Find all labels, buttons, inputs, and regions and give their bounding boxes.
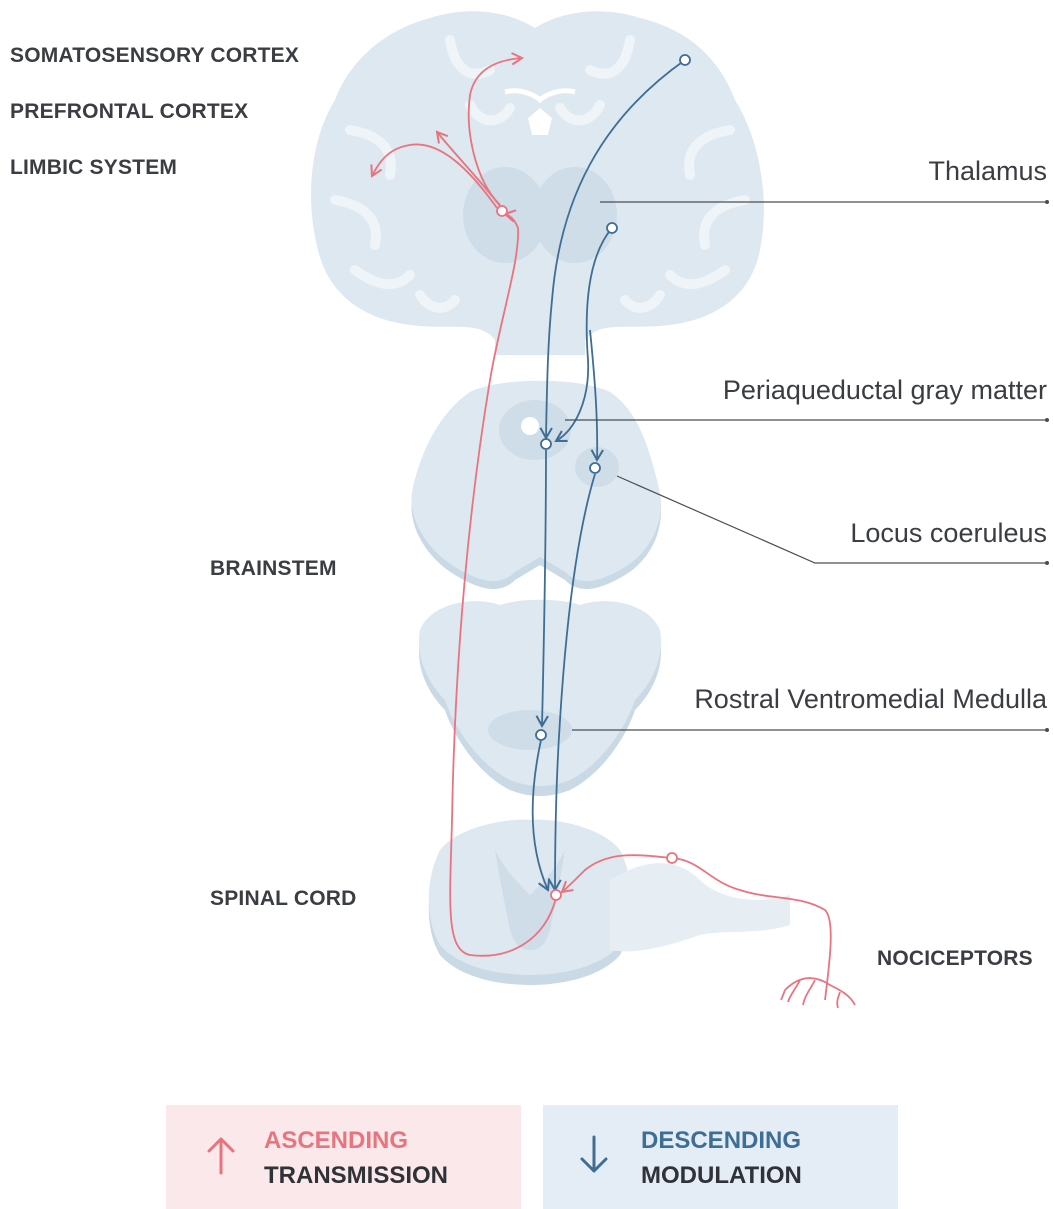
nociceptor-endings <box>781 978 855 1008</box>
legend-ascending-subtitle: TRANSMISSION <box>264 1162 448 1190</box>
legend-descending-title: DESCENDING <box>641 1127 801 1155</box>
legend-ascending: ASCENDING TRANSMISSION <box>166 1105 521 1209</box>
medulla-section <box>419 600 661 796</box>
label-nociceptors: NOCICEPTORS <box>877 947 1033 971</box>
arrow-down-icon <box>579 1135 609 1175</box>
spinal-cord-section <box>429 820 790 985</box>
label-periaqueductal-gray: Periaqueductal gray matter <box>723 375 1047 406</box>
label-brainstem: BRAINSTEM <box>210 557 337 581</box>
legend-descending-subtitle: MODULATION <box>641 1162 802 1190</box>
label-rvm: Rostral Ventromedial Medulla <box>694 684 1047 715</box>
brainstem-section <box>412 381 661 589</box>
legend-ascending-title: ASCENDING <box>264 1127 408 1155</box>
label-locus-coeruleus: Locus coeruleus <box>850 518 1047 549</box>
label-thalamus: Thalamus <box>928 156 1047 187</box>
arrow-up-icon <box>206 1135 236 1175</box>
brain-section <box>311 11 764 355</box>
legend-descending: DESCENDING MODULATION <box>543 1105 898 1209</box>
label-spinal-cord: SPINAL CORD <box>210 887 357 911</box>
label-prefrontal-cortex: PREFRONTAL CORTEX <box>10 100 248 124</box>
label-somatosensory-cortex: SOMATOSENSORY CORTEX <box>10 44 299 68</box>
label-limbic-system: LIMBIC SYSTEM <box>10 156 177 180</box>
